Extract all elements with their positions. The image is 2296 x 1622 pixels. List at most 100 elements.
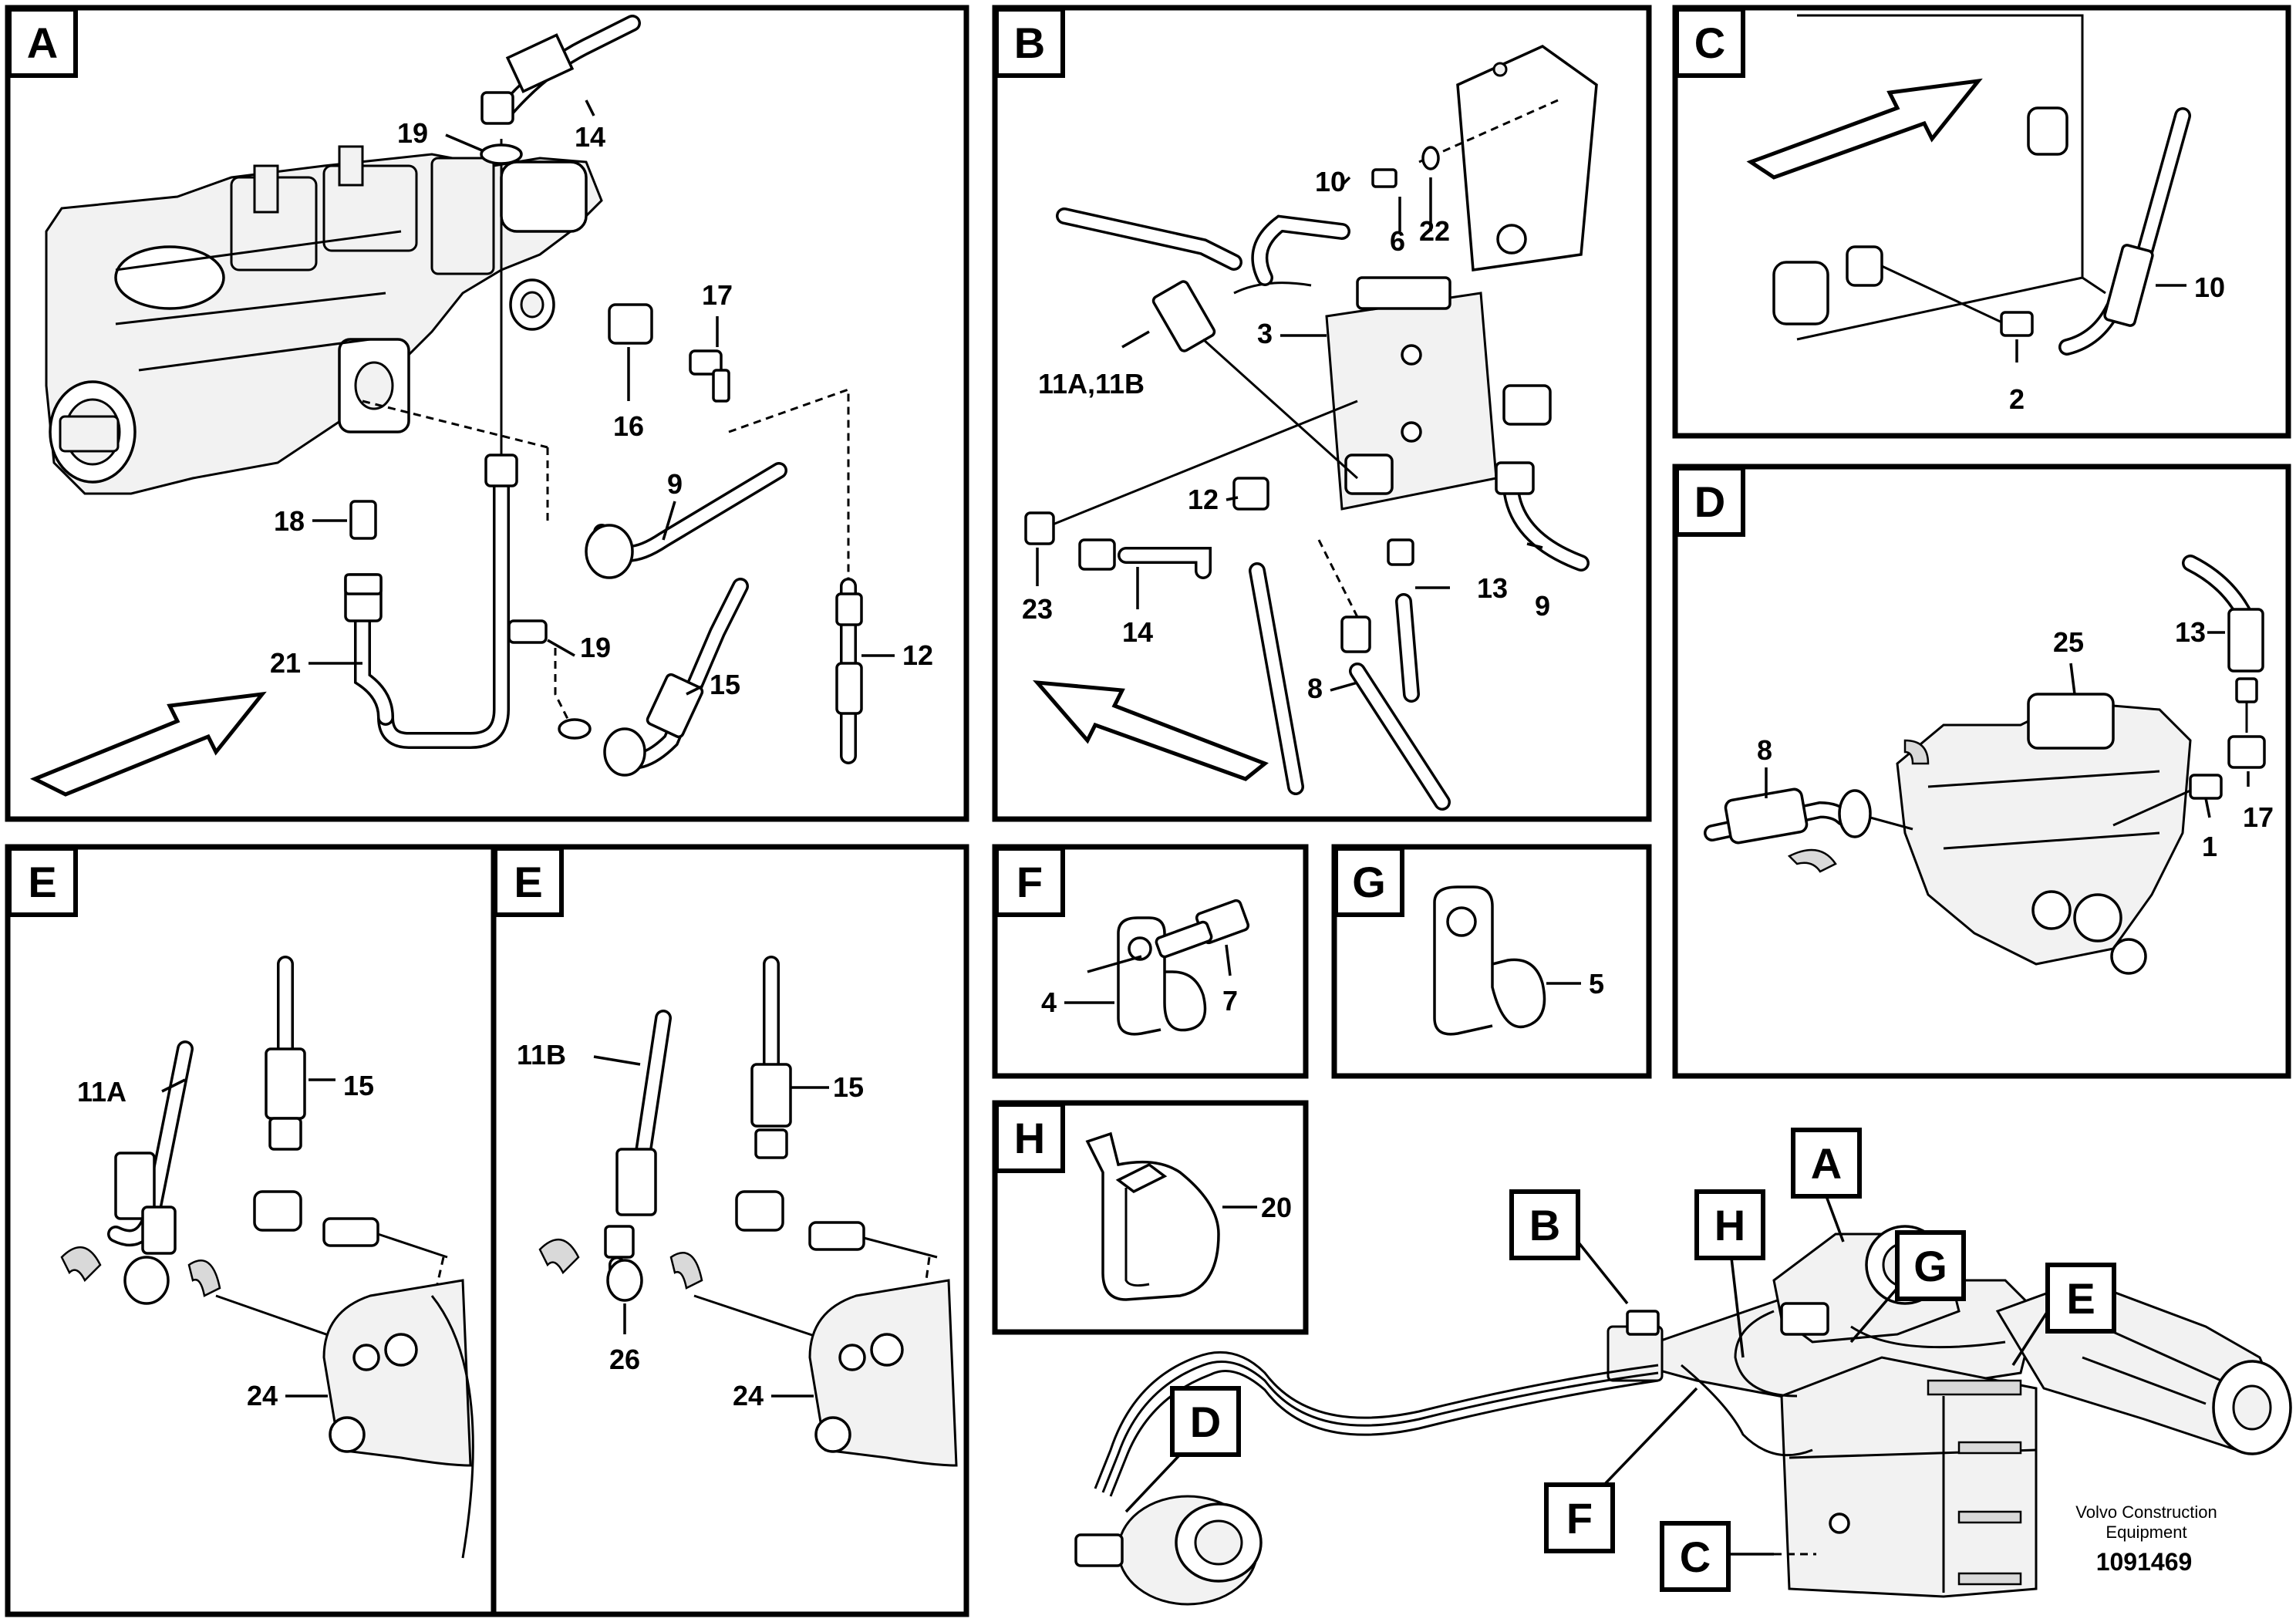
washer-22 — [1421, 146, 1440, 170]
overview-tag-g-label: G — [1913, 1242, 1947, 1290]
callout-21-a: 21 — [270, 647, 301, 679]
callout-24-e2: 24 — [733, 1380, 764, 1411]
panel-b: B — [992, 5, 1652, 822]
callout-19-a2: 19 — [580, 632, 611, 663]
callout-26-e2: 26 — [609, 1344, 640, 1375]
panel-e-right-label: E — [514, 858, 542, 906]
callout-11b-e2: 11B — [517, 1039, 566, 1071]
overview-tag-h-label: H — [1714, 1201, 1745, 1249]
panel-e-left-label: E — [28, 858, 56, 906]
callout-6-b: 6 — [1390, 225, 1405, 257]
overview-tag-a-label: A — [1811, 1139, 1842, 1188]
plug-24-e2 — [814, 1416, 851, 1453]
callout-15-e1: 15 — [343, 1070, 374, 1101]
overview-tag-b-label: B — [1529, 1201, 1560, 1249]
panel-a-label: A — [27, 19, 58, 67]
callout-10-b: 10 — [1315, 166, 1346, 197]
adapter-16 — [608, 303, 653, 345]
direction-arrow-c — [1746, 78, 1983, 180]
callout-7-f: 7 — [1222, 985, 1238, 1017]
panel-b-label: B — [1014, 19, 1045, 67]
callout-2-c: 2 — [2009, 383, 2025, 415]
callout-19-a: 19 — [397, 117, 428, 149]
panel-h-tag-box — [994, 1102, 1065, 1173]
panel-g-label: G — [1352, 858, 1386, 906]
overview-tag-d-label: D — [1190, 1398, 1221, 1446]
drive-motor-e2 — [808, 1279, 958, 1467]
callout-14-a: 14 — [575, 121, 605, 153]
panel-e-left-tag-box — [7, 846, 78, 917]
overview-tag-a — [1791, 1128, 1862, 1199]
overview-tag-c-label: C — [1680, 1533, 1711, 1581]
caption-number: 1091469 — [2096, 1548, 2193, 1576]
panel-e-left: E 11A 15 24 — [5, 844, 497, 1617]
panel-d-tag-box — [1674, 466, 1745, 537]
callout-14-b: 14 — [1122, 616, 1153, 648]
panel-g-frame — [1331, 844, 1652, 1079]
callout-22-b: 22 — [1419, 215, 1450, 247]
callout-17-d: 17 — [2243, 801, 2274, 833]
callout-15-a: 15 — [710, 669, 740, 700]
overview-tag-g — [1895, 1230, 1966, 1301]
overview-tag-d — [1170, 1386, 1241, 1457]
o-ring-19-top — [480, 143, 523, 165]
fitting-1-d — [2189, 774, 2223, 800]
callout-5-g: 5 — [1589, 968, 1604, 1000]
panel-c-frame — [1672, 5, 2291, 439]
panel-b-tag-box — [994, 7, 1065, 78]
panel-d-label: D — [1694, 477, 1725, 526]
panel-e-right-tag-box — [493, 846, 564, 917]
callout-17-a: 17 — [702, 279, 733, 311]
hose-end-13-d — [2227, 608, 2264, 673]
panel-f-label: F — [1017, 858, 1043, 906]
callout-13-b: 13 — [1477, 572, 1508, 604]
callout-11a-e1: 11A — [77, 1076, 126, 1108]
callout-9-b: 9 — [1535, 590, 1550, 622]
step-box — [1780, 1356, 2038, 1598]
callout-1-d: 1 — [2202, 831, 2217, 862]
callout-3-b: 3 — [1257, 318, 1273, 349]
callout-16-a: 16 — [613, 410, 644, 442]
callout-13-d: 13 — [2175, 616, 2206, 648]
callout-20-h: 20 — [1261, 1192, 1292, 1223]
callout-24-e1: 24 — [247, 1380, 278, 1411]
overview-tag-c — [1660, 1521, 1731, 1592]
panel-e-left-frame — [5, 844, 497, 1617]
panel-f-tag-box — [994, 846, 1065, 917]
panel-h-frame — [992, 1100, 1309, 1335]
panel-c-tag-box — [1674, 7, 1745, 78]
callout-12-a: 12 — [902, 639, 933, 671]
callout-8-b: 8 — [1307, 673, 1323, 704]
callout-11a-11b-b: 11A,11B — [1038, 368, 1145, 400]
elbow-23 — [1024, 511, 1055, 545]
overview-tag-f-label: F — [1566, 1494, 1593, 1543]
overview-tag-e — [2045, 1263, 2116, 1334]
panel-f: F 4 7 — [992, 844, 1309, 1079]
panel-h-label: H — [1014, 1114, 1045, 1162]
panel-a-frame — [5, 5, 969, 822]
panel-a: A — [5, 5, 969, 822]
overview-tag-e-label: E — [2066, 1274, 2095, 1323]
mounting-plate — [1456, 44, 1598, 271]
overview-tag-b — [1509, 1189, 1580, 1260]
machine-overview: B H A G E D F C — [1074, 1128, 2292, 1606]
callout-8-d: 8 — [1757, 734, 1772, 766]
callout-25-d: 25 — [2053, 626, 2084, 658]
callout-12-b: 12 — [1188, 484, 1219, 515]
caption: Volvo Construction Equipment 1091469 — [2075, 1502, 2217, 1576]
direction-arrow-a — [29, 691, 267, 797]
panel-c: C 10 2 — [1672, 5, 2291, 439]
caption-company: Volvo Construction — [2075, 1502, 2217, 1522]
fitting-18 — [349, 500, 377, 540]
panel-d-frame — [1672, 464, 2291, 1079]
callout-9-a: 9 — [667, 468, 683, 500]
panel-g-tag-box — [1333, 846, 1404, 917]
panel-e-right: E 11B 15 26 24 — [491, 844, 969, 1617]
panel-b-frame — [992, 5, 1652, 822]
caption-company-2: Equipment — [2106, 1523, 2186, 1542]
callout-18-a: 18 — [274, 505, 305, 537]
plug-24-e1 — [329, 1416, 366, 1453]
hose-run-1 — [1094, 1351, 1659, 1489]
panel-e-right-frame — [491, 844, 969, 1617]
